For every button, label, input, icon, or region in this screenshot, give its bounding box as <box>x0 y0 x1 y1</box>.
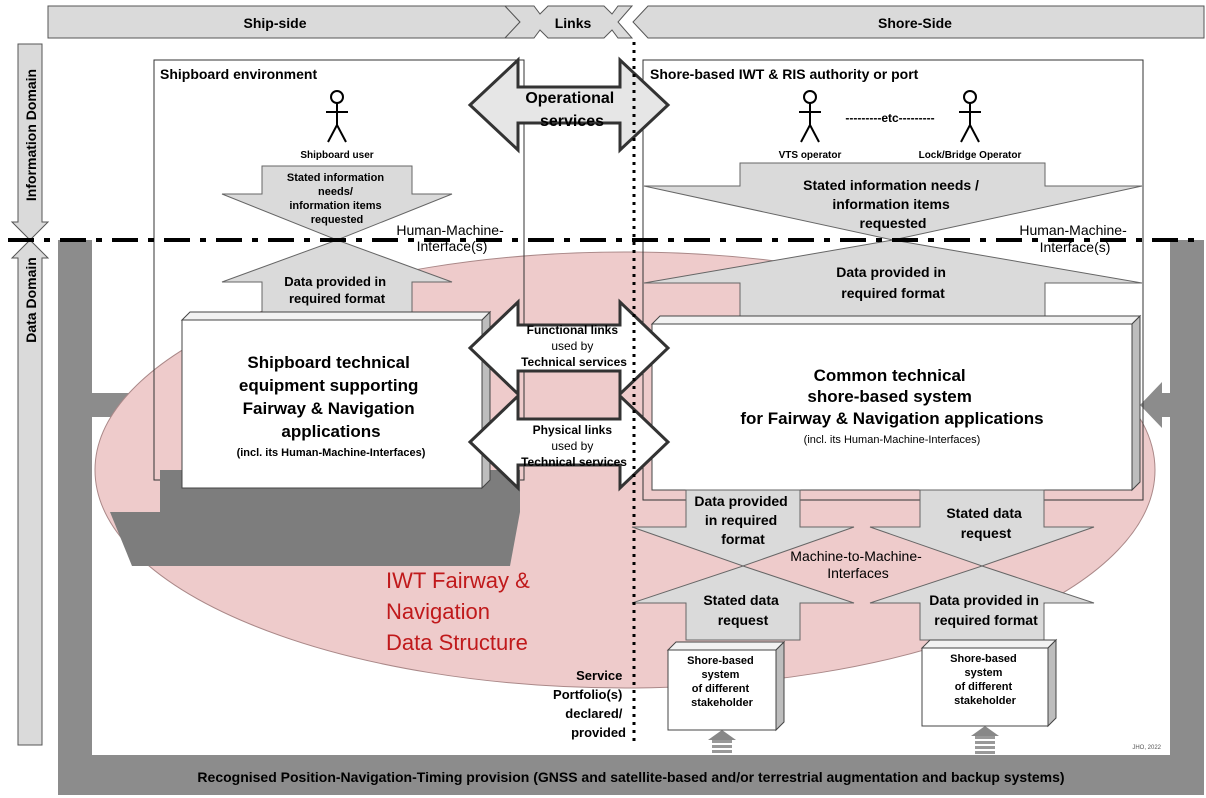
data-domain-arrow <box>10 239 50 746</box>
pnt-arrow-right <box>1140 382 1170 428</box>
data-domain-label: Data Domain <box>23 257 39 343</box>
shore-side-label: Shore-Side <box>878 15 952 31</box>
ship-side-label: Ship-side <box>243 15 306 31</box>
shore-needs-arrow <box>643 162 1143 241</box>
m2m-left-top-arrow <box>631 489 855 567</box>
shore-data-provided-text: Data provided in required format <box>836 264 950 301</box>
links-label: Links <box>555 15 592 31</box>
shipboard-equipment-text: Shipboard technical equipment supporting… <box>239 353 423 441</box>
shore-system-note: (incl. its Human-Machine-Interfaces) <box>804 434 981 446</box>
m2m-right-bottom-text: Data provided in required format <box>929 592 1043 628</box>
data-structure-label: IWT Fairway & Navigation Data Structure <box>386 568 536 655</box>
shipboard-user-label: Shipboard user <box>300 150 373 161</box>
physical-links-arrow <box>467 392 671 492</box>
m2m-label: Machine-to-Machine- Interfaces <box>790 548 925 581</box>
ship-data-provided-text: Data provided in required format <box>284 274 389 306</box>
stakeholder-up-arrow-left <box>708 730 736 753</box>
stakeholder-up-arrow-right <box>971 726 999 754</box>
information-domain-label: Information Domain <box>23 69 39 201</box>
ship-needs-arrow <box>221 165 453 241</box>
shore-system-box <box>650 314 1142 492</box>
shore-environment-frame <box>642 59 1144 501</box>
etc-label: ---------etc--------- <box>845 111 934 125</box>
m2m-left-bottom-arrow <box>631 565 855 641</box>
links-banner <box>503 5 634 39</box>
stakeholder-box-right-text: Shore-based system of different stakehol… <box>950 653 1020 707</box>
operational-services-arrow <box>467 56 671 154</box>
physical-links-text: Physical links used by Technical service… <box>521 423 627 469</box>
shore-hmi-label: Human-Machine- Interface(s) <box>1019 222 1130 255</box>
vts-operator-figure <box>799 90 821 143</box>
shore-side-banner <box>632 5 1205 39</box>
m2m-left-bottom-text: Stated data request <box>703 592 782 628</box>
m2m-right-top-text: Stated data request <box>946 505 1025 541</box>
shore-authority-label: Shore-based IWT & RIS authority or port <box>650 66 919 82</box>
header-band: Ship-side Links Shore-Side <box>47 5 1205 39</box>
stakeholder-box-right <box>920 638 1058 728</box>
domain-arrows: Information Domain Data Domain <box>10 43 50 746</box>
service-portfolio-label: Service Portfolio(s) declared/ provided <box>553 668 626 740</box>
shipboard-equipment-note: (incl. its Human-Machine-Interfaces) <box>237 447 426 459</box>
ship-silhouette <box>110 470 520 566</box>
vts-operator-label: VTS operator <box>779 150 842 161</box>
shore-system-text: Common technical shore-based system for … <box>740 366 1043 428</box>
lock-operator-figure <box>959 90 981 143</box>
functional-links-text: Functional links used by Technical servi… <box>521 323 627 369</box>
ship-hmi-label: Human-Machine- Interface(s) <box>396 222 507 254</box>
stakeholder-box-left-text: Shore-based system of different stakehol… <box>687 655 757 709</box>
pnt-label: Recognised Position-Navigation-Timing pr… <box>197 769 1064 785</box>
credit-label: JHO, 2022 <box>1132 745 1161 751</box>
lock-operator-label: Lock/Bridge Operator <box>919 150 1022 161</box>
operational-services-text: Operational services <box>525 90 618 130</box>
ship-needs-text: Stated information needs/ information it… <box>287 172 387 226</box>
functional-links-arrow <box>467 298 671 398</box>
shipboard-user-figure <box>326 90 348 143</box>
information-domain-arrow <box>10 43 50 241</box>
stakeholder-box-left <box>666 640 786 732</box>
m2m-left-top-text: Data provided in required format <box>694 493 791 547</box>
m2m-right-top-arrow <box>869 489 1095 567</box>
shipboard-environment-label: Shipboard environment <box>160 66 317 82</box>
shore-needs-text: Stated information needs / information i… <box>803 177 983 231</box>
